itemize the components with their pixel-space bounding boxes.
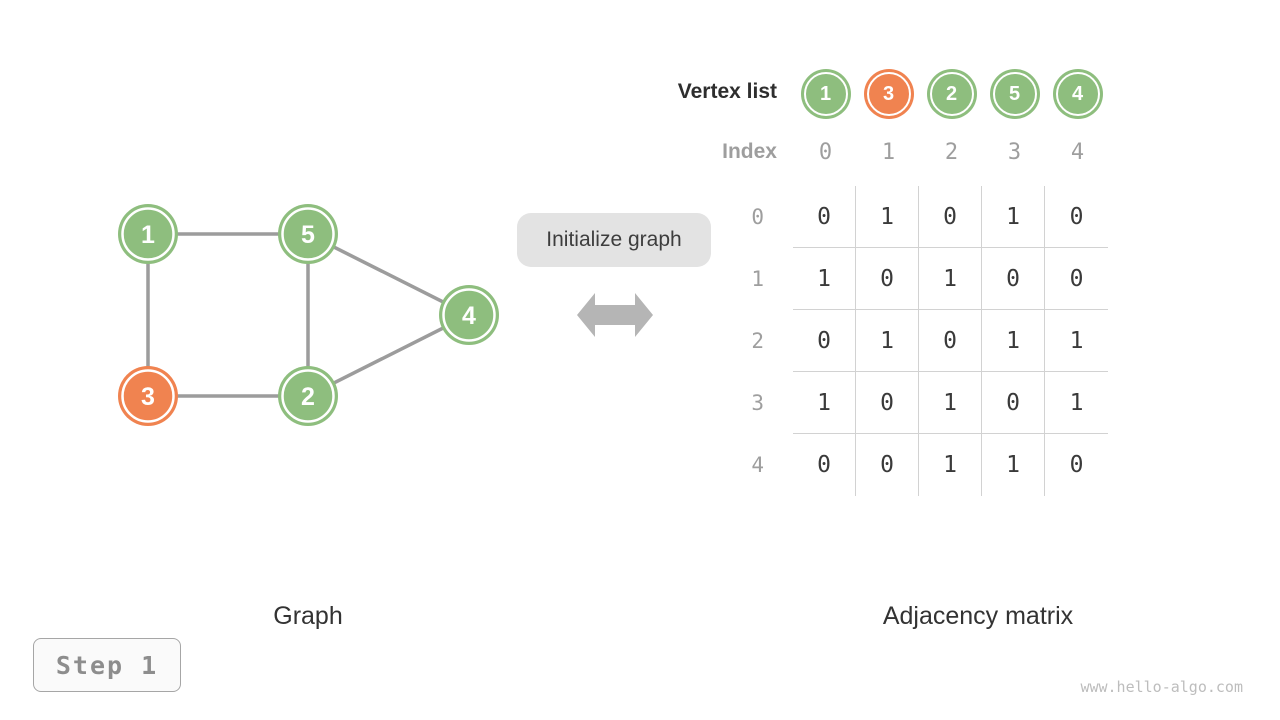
graph-edge-5-4	[307, 232, 470, 317]
matrix-cell-0-1: 1	[856, 186, 919, 248]
matrix-cell-3-1: 0	[856, 372, 919, 434]
index-value: 1	[881, 139, 896, 165]
matrix-cell-1-4: 0	[1045, 248, 1108, 310]
matrix-cell-4-2: 1	[919, 434, 982, 496]
vertex-circle-5: 5	[989, 69, 1040, 119]
step-badge-label: Step 1	[55, 650, 159, 680]
matrix-row-label: 0	[751, 205, 764, 229]
graph-node-label: 5	[301, 221, 315, 249]
matrix-row-label: 3	[751, 391, 764, 415]
vertex-label: 3	[882, 82, 895, 105]
vertex-circle-2: 2	[926, 69, 977, 119]
index-value: 3	[1007, 139, 1022, 165]
watermark: www.hello-algo.com	[1080, 678, 1243, 696]
graph-caption: Graph	[273, 602, 343, 630]
matrix-cell-4-0: 0	[793, 434, 856, 496]
matrix-cell-2-2: 0	[919, 310, 982, 372]
graph-diagram: 1 5 4 3 2	[118, 204, 499, 426]
matrix-cell-2-3: 1	[982, 310, 1045, 372]
matrix-row-label: 4	[751, 453, 764, 477]
matrix-row-label: 2	[751, 329, 764, 353]
vertex-label: 1	[819, 82, 832, 105]
matrix-cell-3-4: 1	[1045, 372, 1108, 434]
matrix-cell-4-3: 1	[982, 434, 1045, 496]
matrix-row-label: 1	[751, 267, 764, 291]
vertex-circle-3: 3	[863, 69, 914, 119]
index-value: 4	[1070, 139, 1085, 165]
graph-node-label: 4	[462, 302, 476, 330]
graph-node-label: 1	[141, 221, 155, 249]
matrix-cell-2-1: 1	[856, 310, 919, 372]
matrix-cell-3-2: 1	[919, 372, 982, 434]
left-right-arrow-icon	[577, 293, 653, 337]
graph-node-3: 3	[118, 366, 178, 426]
matrix-cell-1-1: 0	[856, 248, 919, 310]
graph-node-1: 1	[118, 204, 178, 264]
graph-edge-2-4	[307, 313, 470, 398]
step-badge: Step 1	[33, 638, 181, 692]
vertex-cell: 4	[1046, 69, 1109, 119]
vertex-label: 4	[1071, 82, 1084, 105]
matrix-cell-3-3: 0	[982, 372, 1045, 434]
matrix-cell-4-4: 0	[1069, 452, 1084, 478]
vertex-cell: 1	[794, 69, 857, 119]
matrix-cell-0-3: 1	[982, 186, 1045, 248]
graph-nodes: 1 5 4 3 2	[118, 204, 499, 426]
matrix-row-labels: 0 1 2 3 4	[690, 186, 770, 496]
index-row: 0 1 2 3 4	[794, 139, 1109, 165]
graph-node-4: 4	[439, 285, 499, 345]
matrix-cell-1-0: 1	[793, 248, 856, 310]
vertex-cell: 3	[857, 69, 920, 119]
vertex-label: 2	[945, 82, 958, 105]
initialize-graph-text: Initialize graph	[546, 228, 682, 251]
matrix-cell-3-0: 1	[793, 372, 856, 434]
index-label: Index	[722, 140, 777, 163]
matrix-cell-2-4: 1	[1045, 310, 1108, 372]
matrix-cell-2-0: 0	[793, 310, 856, 372]
initialize-graph-label: Initialize graph	[517, 213, 711, 267]
graph-node-5: 5	[278, 204, 338, 264]
matrix-cell-1-2: 1	[919, 248, 982, 310]
matrix-cell-4-1: 0	[856, 434, 919, 496]
index-value: 0	[818, 139, 833, 165]
vertex-cell: 2	[920, 69, 983, 119]
vertex-circle-4: 4	[1052, 69, 1103, 119]
matrix-cell-0-0: 0	[793, 186, 856, 248]
matrix-cell-0-4: 0	[1045, 186, 1108, 248]
matrix-cell-0-2: 0	[919, 186, 982, 248]
graph-node-label: 2	[301, 383, 315, 411]
index-value: 2	[944, 139, 959, 165]
graph-node-2: 2	[278, 366, 338, 426]
vertex-label: 5	[1008, 82, 1021, 105]
vertex-cell: 5	[983, 69, 1046, 119]
matrix-cell-1-3: 0	[982, 248, 1045, 310]
vertex-list-label: Vertex list	[677, 80, 777, 103]
vertex-circle-1: 1	[800, 69, 851, 119]
matrix-caption: Adjacency matrix	[882, 602, 1074, 630]
graph-node-label: 3	[141, 383, 155, 411]
vertex-list: 1 3 2 5 4	[794, 69, 1109, 119]
